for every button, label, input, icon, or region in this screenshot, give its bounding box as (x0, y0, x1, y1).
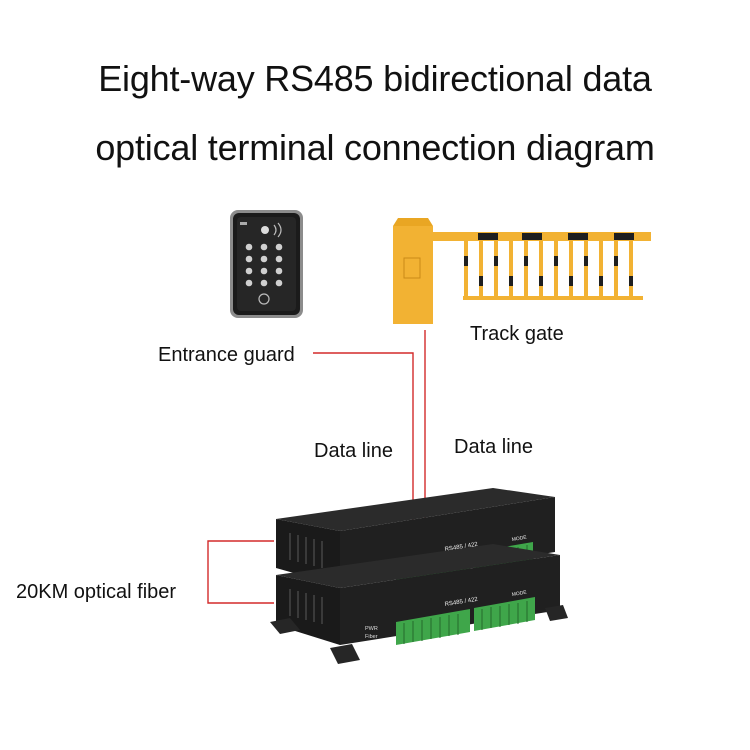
diagram-title-line-2: optical terminal connection diagram (95, 127, 655, 168)
diagram-title-line-1: Eight-way RS485 bidirectional data (98, 58, 652, 99)
mode-label: MODE (511, 535, 527, 543)
mode-label-lower: MODE (511, 590, 527, 598)
optical-fiber-label: 20KM optical fiber (16, 581, 177, 603)
barrier-gate (393, 218, 651, 324)
track-gate-label: Track gate (470, 323, 564, 345)
rs485-panel-label-lower: RS485 / 422 (444, 597, 479, 608)
pwr-indicator-label-lower: PWR (365, 626, 378, 632)
fiber-indicator-label-lower: Fiber (365, 634, 378, 640)
data-line-label-right: Data line (454, 436, 533, 458)
data-line-label-left: Data line (314, 440, 393, 462)
rs485-panel-label: RS485 / 422 (444, 542, 479, 553)
entrance-guard-label: Entrance guard (158, 344, 295, 366)
access-keypad (230, 210, 303, 318)
optical-terminal-lower: PWR Fiber RS485 / 422 MODE (270, 544, 568, 664)
